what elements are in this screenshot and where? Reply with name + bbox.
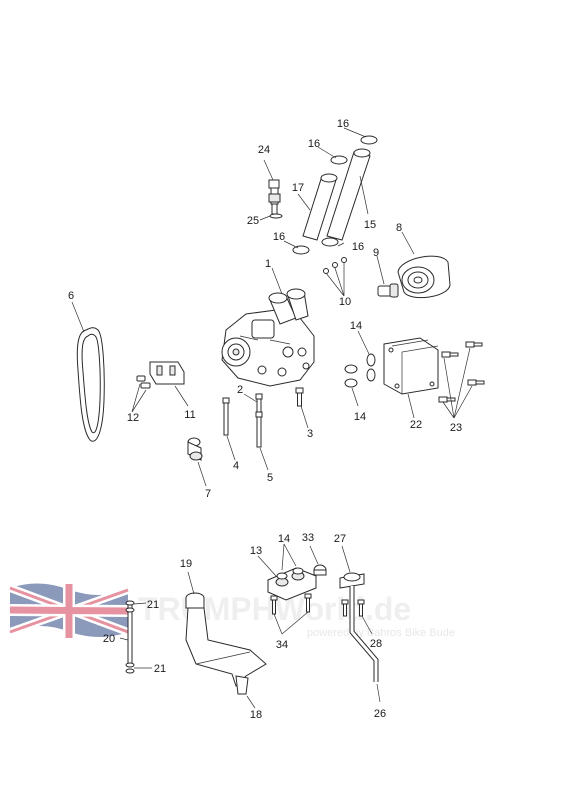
callout-33: 33 — [302, 532, 314, 544]
callout-14-cooler-bottom: 14 — [354, 411, 366, 423]
part-18-oil-strainer — [185, 607, 267, 695]
watermark-subtitle: powered by Bahros Bike Bude — [307, 627, 455, 639]
callout-19: 19 — [180, 558, 192, 570]
callout-24: 24 — [258, 144, 270, 156]
part-23-bolts — [438, 341, 485, 403]
callout-16-top: 16 — [337, 118, 349, 130]
callout-5: 5 — [267, 472, 273, 484]
part-6-belt — [76, 327, 105, 442]
callout-6: 6 — [68, 290, 74, 302]
part-10-bolts — [323, 257, 347, 274]
part-33-seal — [313, 564, 327, 576]
callout-27: 27 — [334, 533, 346, 545]
part-13-flange — [267, 567, 317, 601]
union-jack-flag-icon — [8, 583, 130, 638]
callout-12: 12 — [127, 412, 139, 424]
callout-10: 10 — [339, 296, 351, 308]
callout-21-top: 21 — [147, 599, 159, 611]
callout-16-upper: 16 — [308, 138, 320, 150]
part-1-oil-pump-body — [221, 288, 315, 387]
part-14-o-rings — [344, 353, 376, 388]
part-9-adapter — [377, 283, 399, 298]
part-27-bracket — [339, 572, 365, 589]
watermark: TRUMPHWorld.de powered by Bahros Bike Bu… — [8, 583, 455, 639]
callout-3: 3 — [307, 428, 313, 440]
callout-14-flange: 14 — [278, 533, 290, 545]
part-15-pipe — [326, 148, 371, 241]
part-26-pipe — [349, 586, 379, 682]
part-11-bracket — [149, 361, 185, 385]
part-25-washer — [269, 213, 283, 219]
callout-9: 9 — [373, 247, 379, 259]
callout-23: 23 — [450, 422, 462, 434]
part-16-o-rings — [292, 135, 378, 255]
callout-28: 28 — [370, 638, 382, 650]
part-28-bolts — [341, 599, 365, 617]
callout-16-lower-right: 16 — [352, 241, 364, 253]
callout-labels: 1 2 3 4 5 6 7 8 9 10 11 12 13 14 14 14 1… — [68, 118, 462, 721]
part-19-pickup-tube — [185, 592, 205, 609]
part-22-oil-cooler — [383, 337, 439, 395]
callout-8: 8 — [396, 222, 402, 234]
part-21-clips — [125, 600, 135, 674]
callout-1: 1 — [265, 258, 271, 270]
leader-lines — [71, 127, 473, 709]
part-3-bolt — [295, 387, 304, 407]
part-4-bolt — [222, 397, 230, 436]
part-8-oil-filter — [397, 255, 451, 299]
callout-34: 34 — [276, 639, 288, 651]
callout-4: 4 — [233, 460, 239, 472]
callout-22: 22 — [410, 419, 422, 431]
callout-21-bottom: 21 — [154, 663, 166, 675]
callout-2: 2 — [237, 384, 243, 396]
callout-18: 18 — [250, 709, 262, 721]
callout-11: 11 — [184, 409, 195, 421]
callout-7: 7 — [205, 488, 211, 500]
callout-13: 13 — [250, 545, 262, 557]
part-7-plug — [187, 437, 203, 461]
part-24-sender — [268, 179, 281, 215]
part-12-clips — [136, 375, 151, 389]
callout-14-cooler-top: 14 — [350, 320, 362, 332]
part-5-bolt — [255, 411, 263, 448]
callout-25: 25 — [247, 215, 259, 227]
callout-20: 20 — [103, 633, 115, 645]
callout-15: 15 — [364, 219, 376, 231]
callout-26: 26 — [374, 708, 386, 720]
callout-16-lower-left: 16 — [273, 231, 285, 243]
part-17-pipe — [302, 173, 338, 241]
callout-17: 17 — [292, 182, 304, 194]
